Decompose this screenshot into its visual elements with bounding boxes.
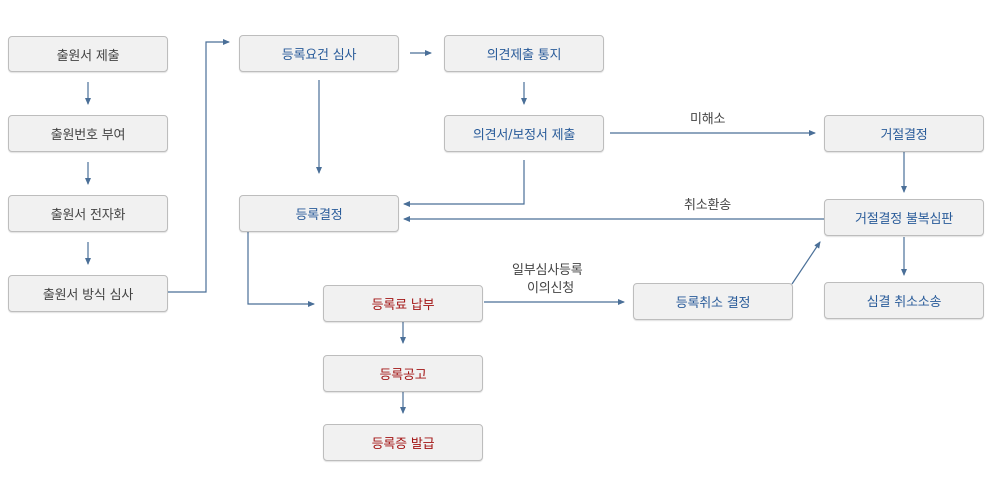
node-label: 출원번호 부여 [50, 128, 126, 143]
node-label: 거절결정 불복심판 [854, 212, 953, 227]
node-opinion-notice: 의견제출 통지 [444, 35, 604, 72]
node-label: 등록증 발급 [371, 437, 435, 452]
node-formality-review: 출원서 방식 심사 [8, 275, 168, 312]
node-fee-payment: 등록료 납부 [323, 285, 483, 322]
node-trial-cancel-suit: 심결 취소소송 [824, 282, 984, 319]
node-rejection-decision: 거절결정 [824, 115, 984, 152]
node-label: 심결 취소소송 [866, 295, 942, 310]
edge-decision-to-fee [247, 232, 315, 307]
node-label: 거절결정 [880, 128, 928, 143]
edge-label-cancel-remand: 취소환송 [684, 198, 732, 213]
node-cancellation-decision: 등록취소 결정 [633, 283, 793, 320]
node-label: 등록요건 심사 [281, 48, 357, 63]
edge-label-partial-exam-opposition-line2: 이의신청 [527, 281, 575, 296]
node-label: 출원서 전자화 [50, 208, 126, 223]
node-registration-decision: 등록결정 [239, 195, 399, 232]
node-requirement-review: 등록요건 심사 [239, 35, 399, 72]
node-application-digitize: 출원서 전자화 [8, 195, 168, 232]
node-label: 등록결정 [295, 208, 343, 223]
node-label: 등록료 납부 [371, 298, 435, 313]
node-label: 등록공고 [379, 368, 427, 383]
edge-cancellation-to-appeal [791, 241, 821, 285]
edge-formality-to-requirement [168, 39, 230, 293]
node-application-number: 출원번호 부여 [8, 115, 168, 152]
node-certificate-issue: 등록증 발급 [323, 424, 483, 461]
node-application-submit: 출원서 제출 [8, 36, 168, 72]
node-label: 출원서 방식 심사 [42, 288, 134, 303]
node-opinion-amend-submit: 의견서/보정서 제출 [444, 115, 604, 152]
node-label: 출원서 제출 [56, 48, 120, 64]
node-label: 등록취소 결정 [675, 296, 751, 311]
node-registration-notice: 등록공고 [323, 355, 483, 392]
edge-label-partial-exam-opposition-line1: 일부심사등록 [512, 263, 583, 278]
edge-label-unresolved: 미해소 [690, 112, 726, 127]
node-rejection-appeal: 거절결정 불복심판 [824, 199, 984, 236]
node-label: 의견서/보정서 제출 [472, 128, 576, 143]
edge-submit-to-decision [403, 160, 525, 207]
node-label: 의견제출 통지 [486, 48, 562, 63]
